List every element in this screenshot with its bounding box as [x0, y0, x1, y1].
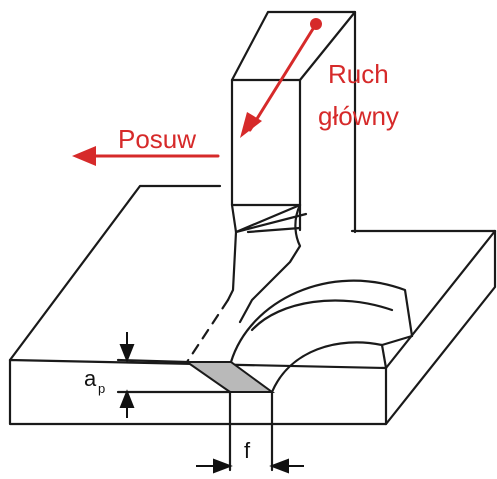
tool-head: [226, 203, 238, 302]
workpiece-front-face: [8, 358, 388, 426]
feed-arrow-head: [72, 146, 96, 166]
tool-hidden-edge: [185, 298, 230, 364]
tool-shank-side: [298, 10, 357, 234]
workpiece-right-edge: [384, 229, 497, 426]
depth-arrow-top-head: [119, 344, 135, 363]
depth-of-cut-subscript: p: [98, 381, 105, 396]
feed-arrow-right-head: [269, 458, 289, 474]
depth-arrow-bottom-head: [119, 389, 135, 408]
workpiece-top-surface: [8, 184, 222, 362]
main-motion-origin-dot: [310, 18, 322, 30]
main-motion-label-line2: główny: [318, 101, 399, 131]
chip-curl-inner: [270, 334, 414, 394]
tool-flank: [234, 203, 308, 234]
main-motion-arrow-head: [240, 112, 262, 138]
tool-shank-front: [230, 78, 302, 207]
tool-head-right: [238, 203, 302, 324]
feed-dimension-label: f: [244, 438, 251, 463]
main-motion-label-line1: Ruch: [328, 59, 389, 89]
chip-curl-end: [380, 343, 388, 370]
feed-arrow-left-head: [213, 458, 233, 474]
depth-ext-top: [116, 358, 189, 364]
chip-curl-outer: [229, 279, 414, 364]
chip-cross-section: [183, 361, 276, 393]
main-motion-arrow: [248, 22, 318, 132]
tool-shank-top: [230, 10, 357, 82]
depth-of-cut-symbol: a: [84, 366, 97, 391]
workpiece-top-right-edge: [384, 229, 497, 370]
chip-curl-mid: [250, 299, 394, 332]
feed-label: Posuw: [118, 124, 196, 154]
